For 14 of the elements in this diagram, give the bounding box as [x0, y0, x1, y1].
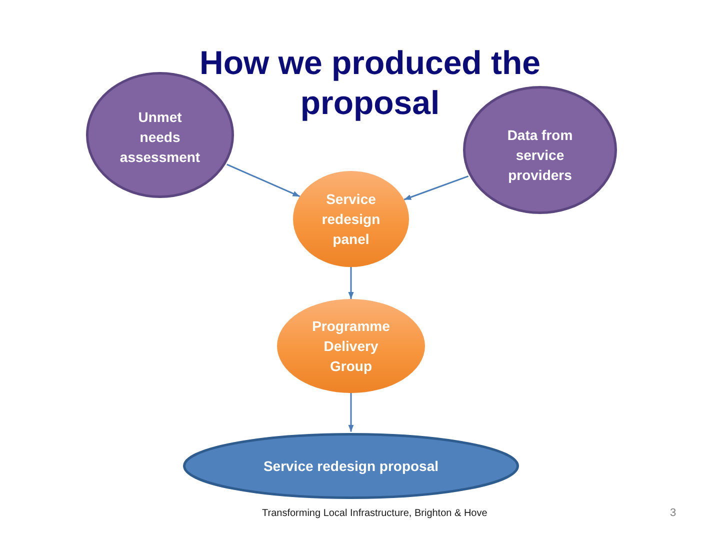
arrow: [404, 175, 469, 200]
ellipse-node: [293, 171, 409, 267]
arrow: [348, 393, 354, 432]
ellipse-node: [463, 86, 617, 214]
node-label: Programme Delivery Group: [311, 317, 391, 376]
arrow: [348, 267, 354, 299]
ellipse-node: [277, 299, 425, 393]
footer-text: Transforming Local Infrastructure, Brighton & Hove: [262, 508, 488, 519]
page-number: 3: [670, 507, 676, 519]
ellipse-node: [183, 433, 519, 499]
node-label: Data from service providers: [506, 126, 574, 185]
node-label: Service redesign proposal: [262, 457, 440, 476]
arrow: [226, 164, 300, 198]
node-label: Service redesign panel: [320, 190, 382, 249]
